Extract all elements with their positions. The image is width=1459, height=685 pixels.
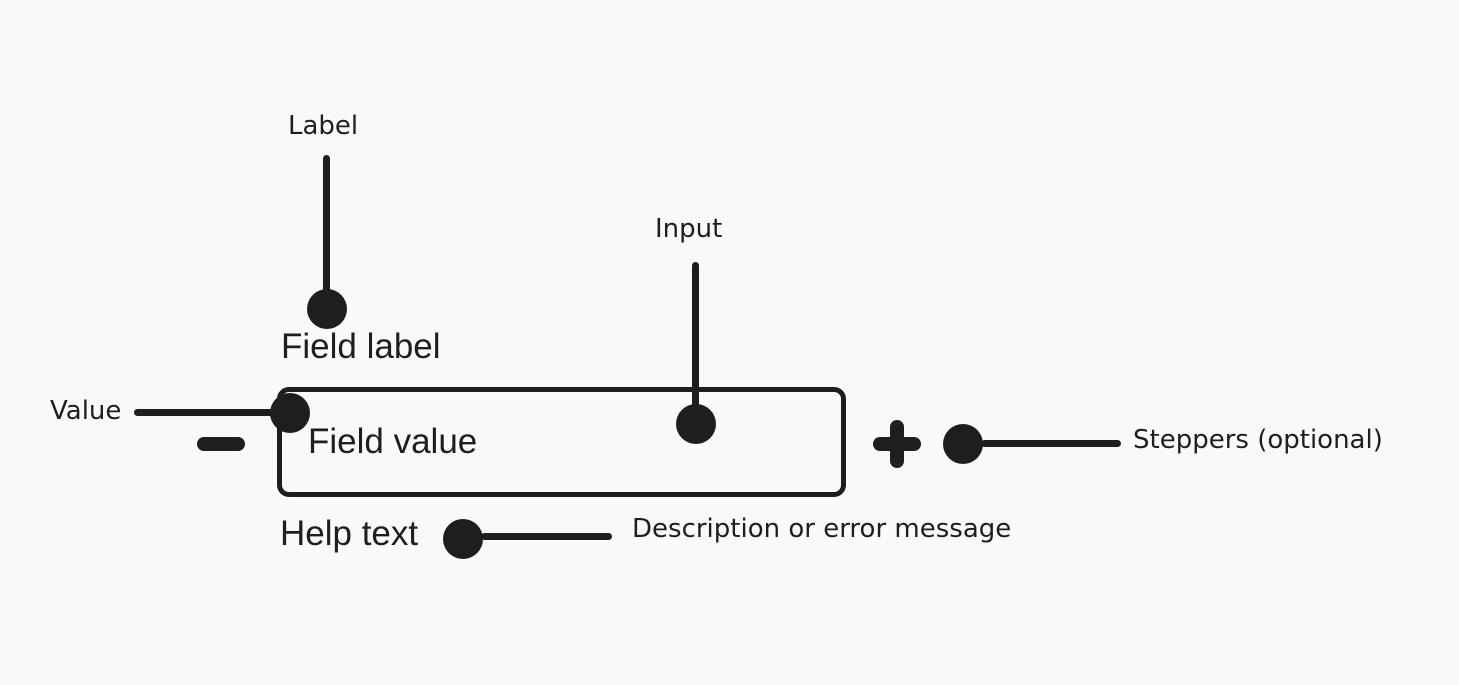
steppers-connector-dot <box>943 424 983 464</box>
input-annotation: Input <box>655 214 723 244</box>
input-connector-line <box>692 262 699 410</box>
description-annotation: Description or error message <box>632 514 1012 544</box>
help-text-label: Help text <box>280 514 419 553</box>
help-connector-line <box>481 533 612 540</box>
input-connector-dot <box>676 404 716 444</box>
field-value-text: Field value <box>308 422 478 461</box>
plus-icon <box>873 420 921 468</box>
minus-icon <box>197 420 245 468</box>
steppers-annotation: Steppers (optional) <box>1133 425 1383 455</box>
label-connector-line <box>323 155 330 295</box>
value-connector-line <box>134 409 274 416</box>
minus-stepper-button[interactable] <box>197 420 245 468</box>
value-connector-dot <box>270 393 310 433</box>
field-label-text: Field label <box>281 327 441 366</box>
help-connector-dot <box>443 519 483 559</box>
label-annotation: Label <box>288 111 359 141</box>
label-connector-dot <box>307 289 347 329</box>
field-input-box[interactable]: Field value <box>277 387 846 497</box>
value-annotation: Value <box>50 396 122 426</box>
plus-stepper-button[interactable] <box>873 420 921 468</box>
steppers-connector-line <box>981 440 1121 447</box>
